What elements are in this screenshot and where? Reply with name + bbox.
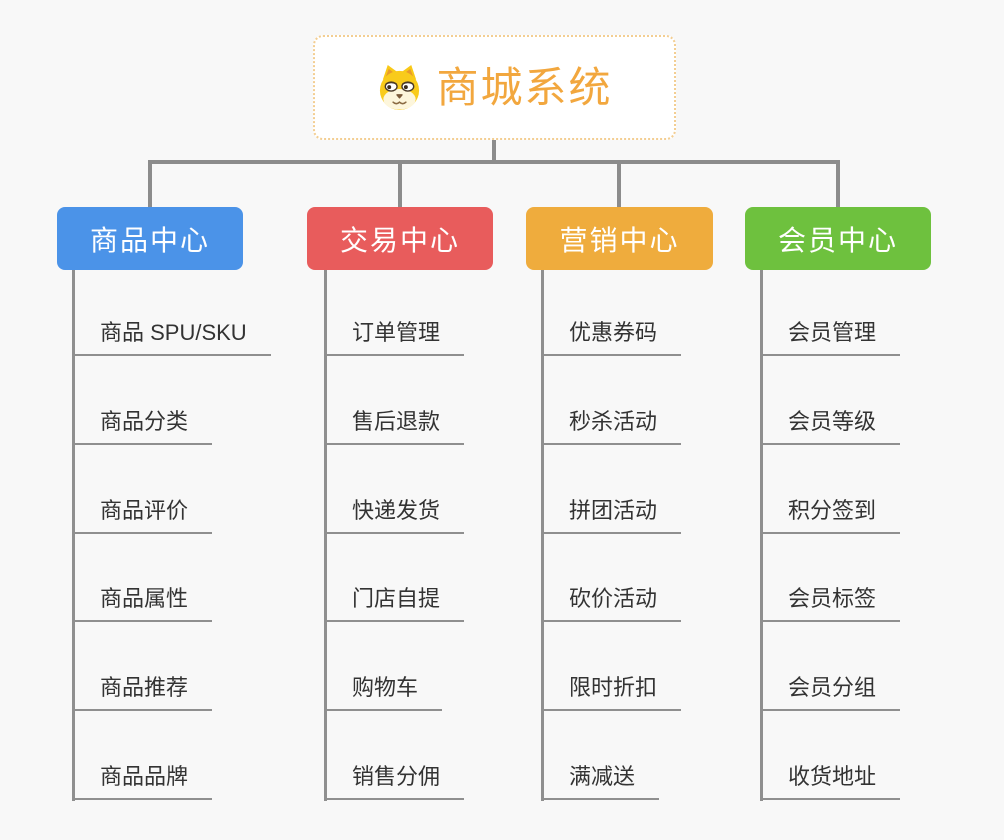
branch-spine-line: [760, 270, 763, 801]
branch-spine-line: [72, 270, 75, 801]
connector-drop-member: [836, 160, 840, 208]
leaf-node[interactable]: 会员标签: [760, 584, 901, 622]
leaf-node[interactable]: 商品推荐: [72, 673, 213, 711]
leaf-node[interactable]: 会员等级: [760, 407, 901, 445]
leaf-node[interactable]: 拼团活动: [541, 496, 682, 534]
branch-spine-line: [324, 270, 327, 801]
branch-node-product-center[interactable]: 商品中心: [57, 207, 243, 270]
leaf-node[interactable]: 积分签到: [760, 496, 901, 534]
leaf-node[interactable]: 优惠券码: [541, 318, 682, 356]
leaf-node[interactable]: 秒杀活动: [541, 407, 682, 445]
leaf-node[interactable]: 砍价活动: [541, 584, 682, 622]
leaf-node[interactable]: 商品属性: [72, 584, 213, 622]
leaf-node[interactable]: 会员分组: [760, 673, 901, 711]
branch-label: 会员中心: [777, 224, 898, 256]
branch-node-marketing-center[interactable]: 营销中心: [526, 207, 713, 270]
leaf-node[interactable]: 订单管理: [324, 318, 465, 356]
connector-horizontal: [148, 160, 840, 164]
leaf-node[interactable]: 快递发货: [324, 496, 465, 534]
leaf-node[interactable]: 售后退款: [324, 407, 465, 445]
leaf-node[interactable]: 商品 SPU/SKU: [72, 318, 271, 356]
leaf-node[interactable]: 商品评价: [72, 496, 213, 534]
branch-label: 商品中心: [89, 224, 210, 256]
connector-drop-product: [148, 160, 152, 208]
leaf-node[interactable]: 收货地址: [760, 762, 901, 800]
connector-drop-trade: [398, 160, 402, 208]
root-title: 商城系统: [436, 63, 613, 111]
connector-root-stem: [492, 139, 496, 162]
leaf-node[interactable]: 商品分类: [72, 407, 213, 445]
branch-spine-line: [541, 270, 544, 801]
leaf-node[interactable]: 会员管理: [760, 318, 901, 356]
root-node[interactable]: 商城系统: [313, 35, 676, 140]
leaf-node[interactable]: 购物车: [324, 673, 443, 711]
branch-label: 营销中心: [559, 224, 680, 256]
leaf-node[interactable]: 销售分佣: [324, 762, 465, 800]
branch-label: 交易中心: [339, 224, 460, 256]
branch-node-trade-center[interactable]: 交易中心: [307, 207, 493, 270]
leaf-node[interactable]: 门店自提: [324, 584, 465, 622]
dog-face-icon: [380, 64, 420, 111]
connector-drop-marketing: [617, 160, 621, 208]
leaf-node[interactable]: 满减送: [541, 762, 660, 800]
leaf-node[interactable]: 商品品牌: [72, 762, 213, 800]
leaf-node[interactable]: 限时折扣: [541, 673, 682, 711]
branch-node-member-center[interactable]: 会员中心: [745, 207, 931, 270]
